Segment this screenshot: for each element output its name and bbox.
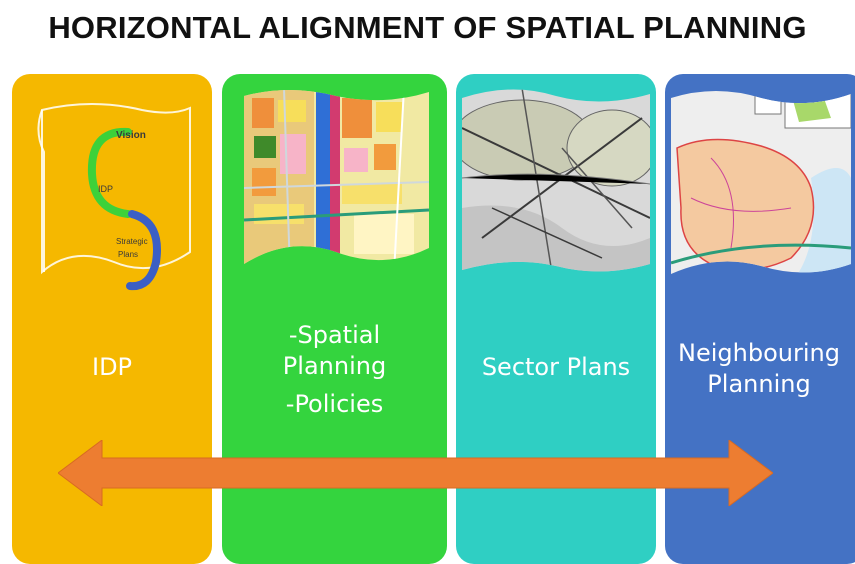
sector-plans-label: Sector Plans (456, 352, 656, 383)
zoning-map-image (244, 88, 429, 273)
sector-map-image (462, 88, 650, 273)
spatial-label-line-1: -Spatial (288, 321, 381, 349)
sector-label-line: Sector Plans (481, 353, 631, 381)
vision-text: Vision (116, 130, 146, 141)
spatial-label-line-3: -Policies (285, 390, 384, 418)
plans-text: Plans (118, 250, 138, 259)
neighbouring-planning-label: Neighbouring Planning (665, 338, 853, 400)
neighbouring-label-line-2: Planning (707, 370, 811, 398)
neighbouring-map-image (671, 88, 851, 283)
neighbouring-label-line-1: Neighbouring (678, 339, 840, 367)
idp-small-text: IDP (98, 184, 113, 194)
idp-label-line: IDP (91, 353, 133, 381)
idp-label: IDP (12, 352, 212, 383)
diagram-title: HORIZONTAL ALIGNMENT OF SPATIAL PLANNING (48, 10, 807, 45)
idp-scroll-graphic: Vision IDP Strategic Plans (32, 102, 197, 292)
spatial-planning-label: -Spatial Planning -Policies (222, 320, 447, 420)
spatial-label-line-2: Planning (282, 352, 387, 380)
strategic-text: Strategic (116, 237, 148, 246)
double-headed-arrow-icon (58, 440, 773, 506)
